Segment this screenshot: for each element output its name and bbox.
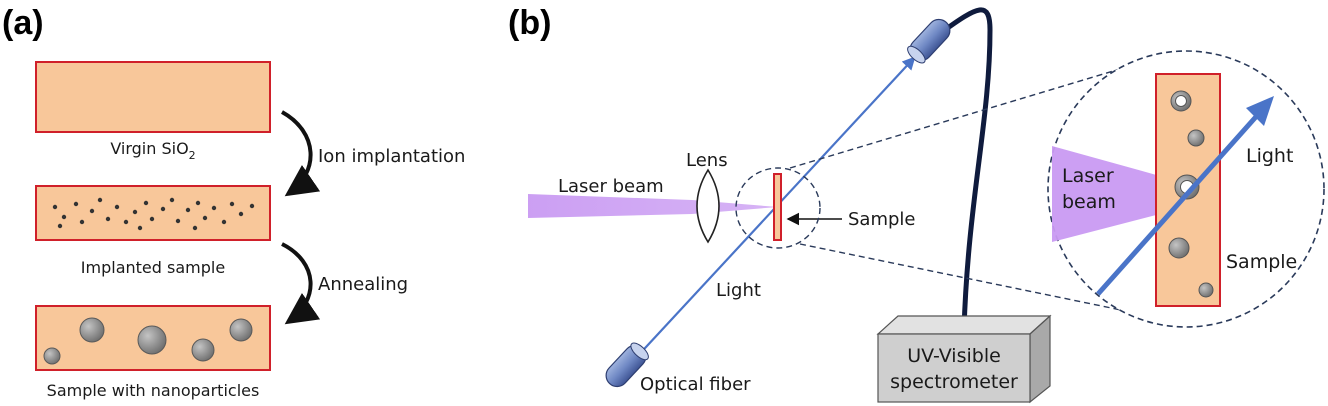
ion-implantation-arrow <box>281 110 321 197</box>
lens-label: Lens <box>686 150 728 171</box>
spectrometer-line2: spectrometer <box>890 371 1018 393</box>
laser-beam <box>528 194 778 218</box>
laser-beam-label: Laser beam <box>558 176 664 197</box>
top-collimator <box>907 18 951 64</box>
virgin-caption: Virgin SiO2 <box>110 139 195 162</box>
zoom-line-bottom <box>799 243 1161 319</box>
implanted-slab <box>35 185 271 241</box>
optical-fiber-collimator <box>605 342 649 388</box>
spectrometer-line1: UV-Visible <box>907 345 1001 367</box>
inset-laser-line2: beam <box>1062 191 1116 213</box>
virgin-slab <box>35 61 271 133</box>
zoom-line-top <box>789 59 1151 169</box>
inset-light-label: Light <box>1246 145 1293 167</box>
nanoparticles-caption: Sample with nanoparticles <box>47 381 260 400</box>
inset-sample-label: Sample <box>1226 251 1297 273</box>
ion-implantation-label: Ion implantation <box>318 146 465 167</box>
annealing-arrow <box>281 242 321 325</box>
inset-light-ray <box>1096 108 1264 296</box>
implanted-ions <box>52 197 255 231</box>
sample-slab <box>773 173 782 241</box>
sample-label: Sample <box>848 209 916 230</box>
inset: Laser beam Light Sample <box>1047 50 1325 328</box>
inset-laser-beam <box>1052 146 1160 242</box>
panel-b-label: (b) <box>508 4 551 42</box>
inset-laser-line1: Laser <box>1062 165 1114 187</box>
spectrometer <box>876 314 1052 404</box>
fiber-cable <box>940 7 993 331</box>
nanoparticles <box>43 317 253 365</box>
lens <box>696 168 720 244</box>
annealing-label: Annealing <box>318 274 408 295</box>
inset-light-arrowhead <box>1246 96 1274 126</box>
light-label: Light <box>716 280 761 301</box>
magnifier-circle <box>735 167 821 249</box>
implanted-caption: Implanted sample <box>81 258 225 277</box>
panel-a-label: (a) <box>2 4 44 42</box>
optical-fiber-label: Optical fiber <box>640 374 751 395</box>
